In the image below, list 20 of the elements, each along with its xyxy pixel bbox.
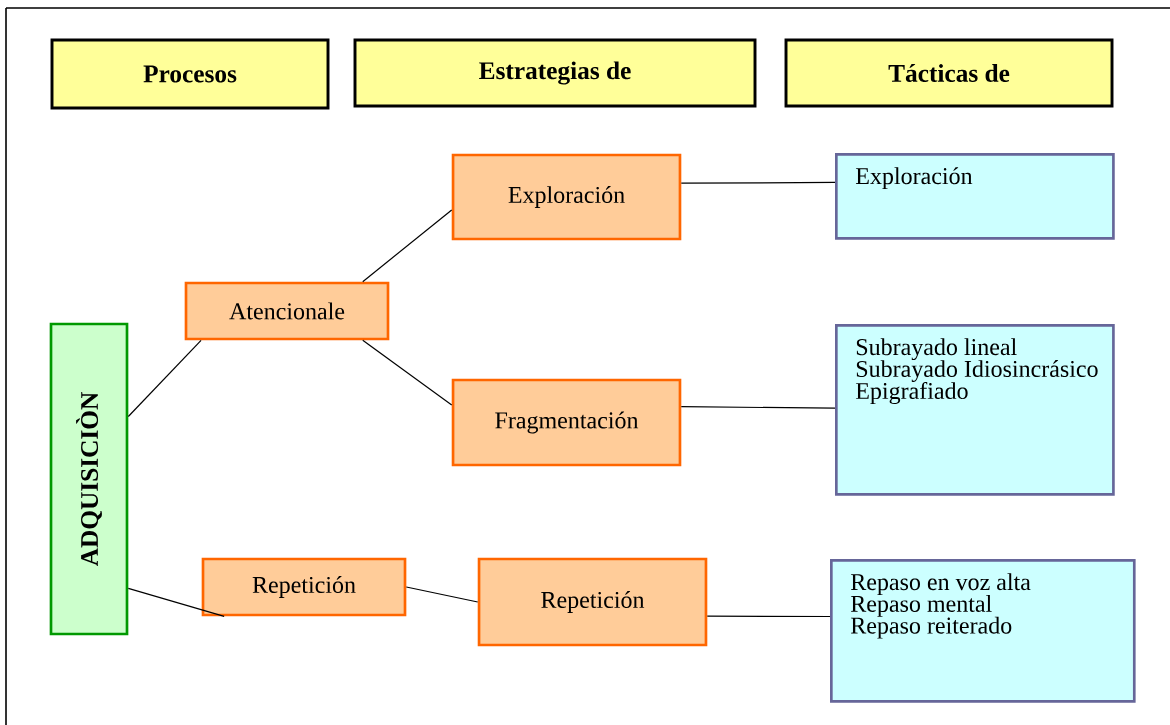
connector-line — [127, 587, 225, 617]
header-box: Estrategias de — [353, 38, 757, 108]
strategy-box: Repetición — [201, 557, 407, 617]
connector-line — [362, 339, 453, 406]
connector-line — [362, 209, 453, 283]
tactic-box: Subrayado lineal Subrayado Idiosincrásico Epigrafiado — [835, 324, 1115, 496]
connector-line — [680, 181, 836, 184]
strategy-box: Repetición — [477, 557, 708, 647]
header-box: Procesos — [50, 38, 330, 110]
category-box: ADQUISICIÒN — [49, 322, 129, 636]
connector-line — [127, 339, 202, 418]
tactic-box: Exploración — [835, 153, 1115, 240]
tactic-box: Repaso en voz alta Repaso mental Repaso reiterado — [830, 559, 1136, 703]
connector-line — [680, 406, 836, 409]
header-box: Tácticas de — [784, 38, 1114, 108]
connector-line — [706, 615, 831, 618]
strategy-box: Fragmentación — [451, 378, 682, 467]
connector-line — [405, 586, 479, 603]
strategy-box: Atencionale — [184, 281, 390, 341]
strategy-box: Exploración — [451, 153, 682, 241]
